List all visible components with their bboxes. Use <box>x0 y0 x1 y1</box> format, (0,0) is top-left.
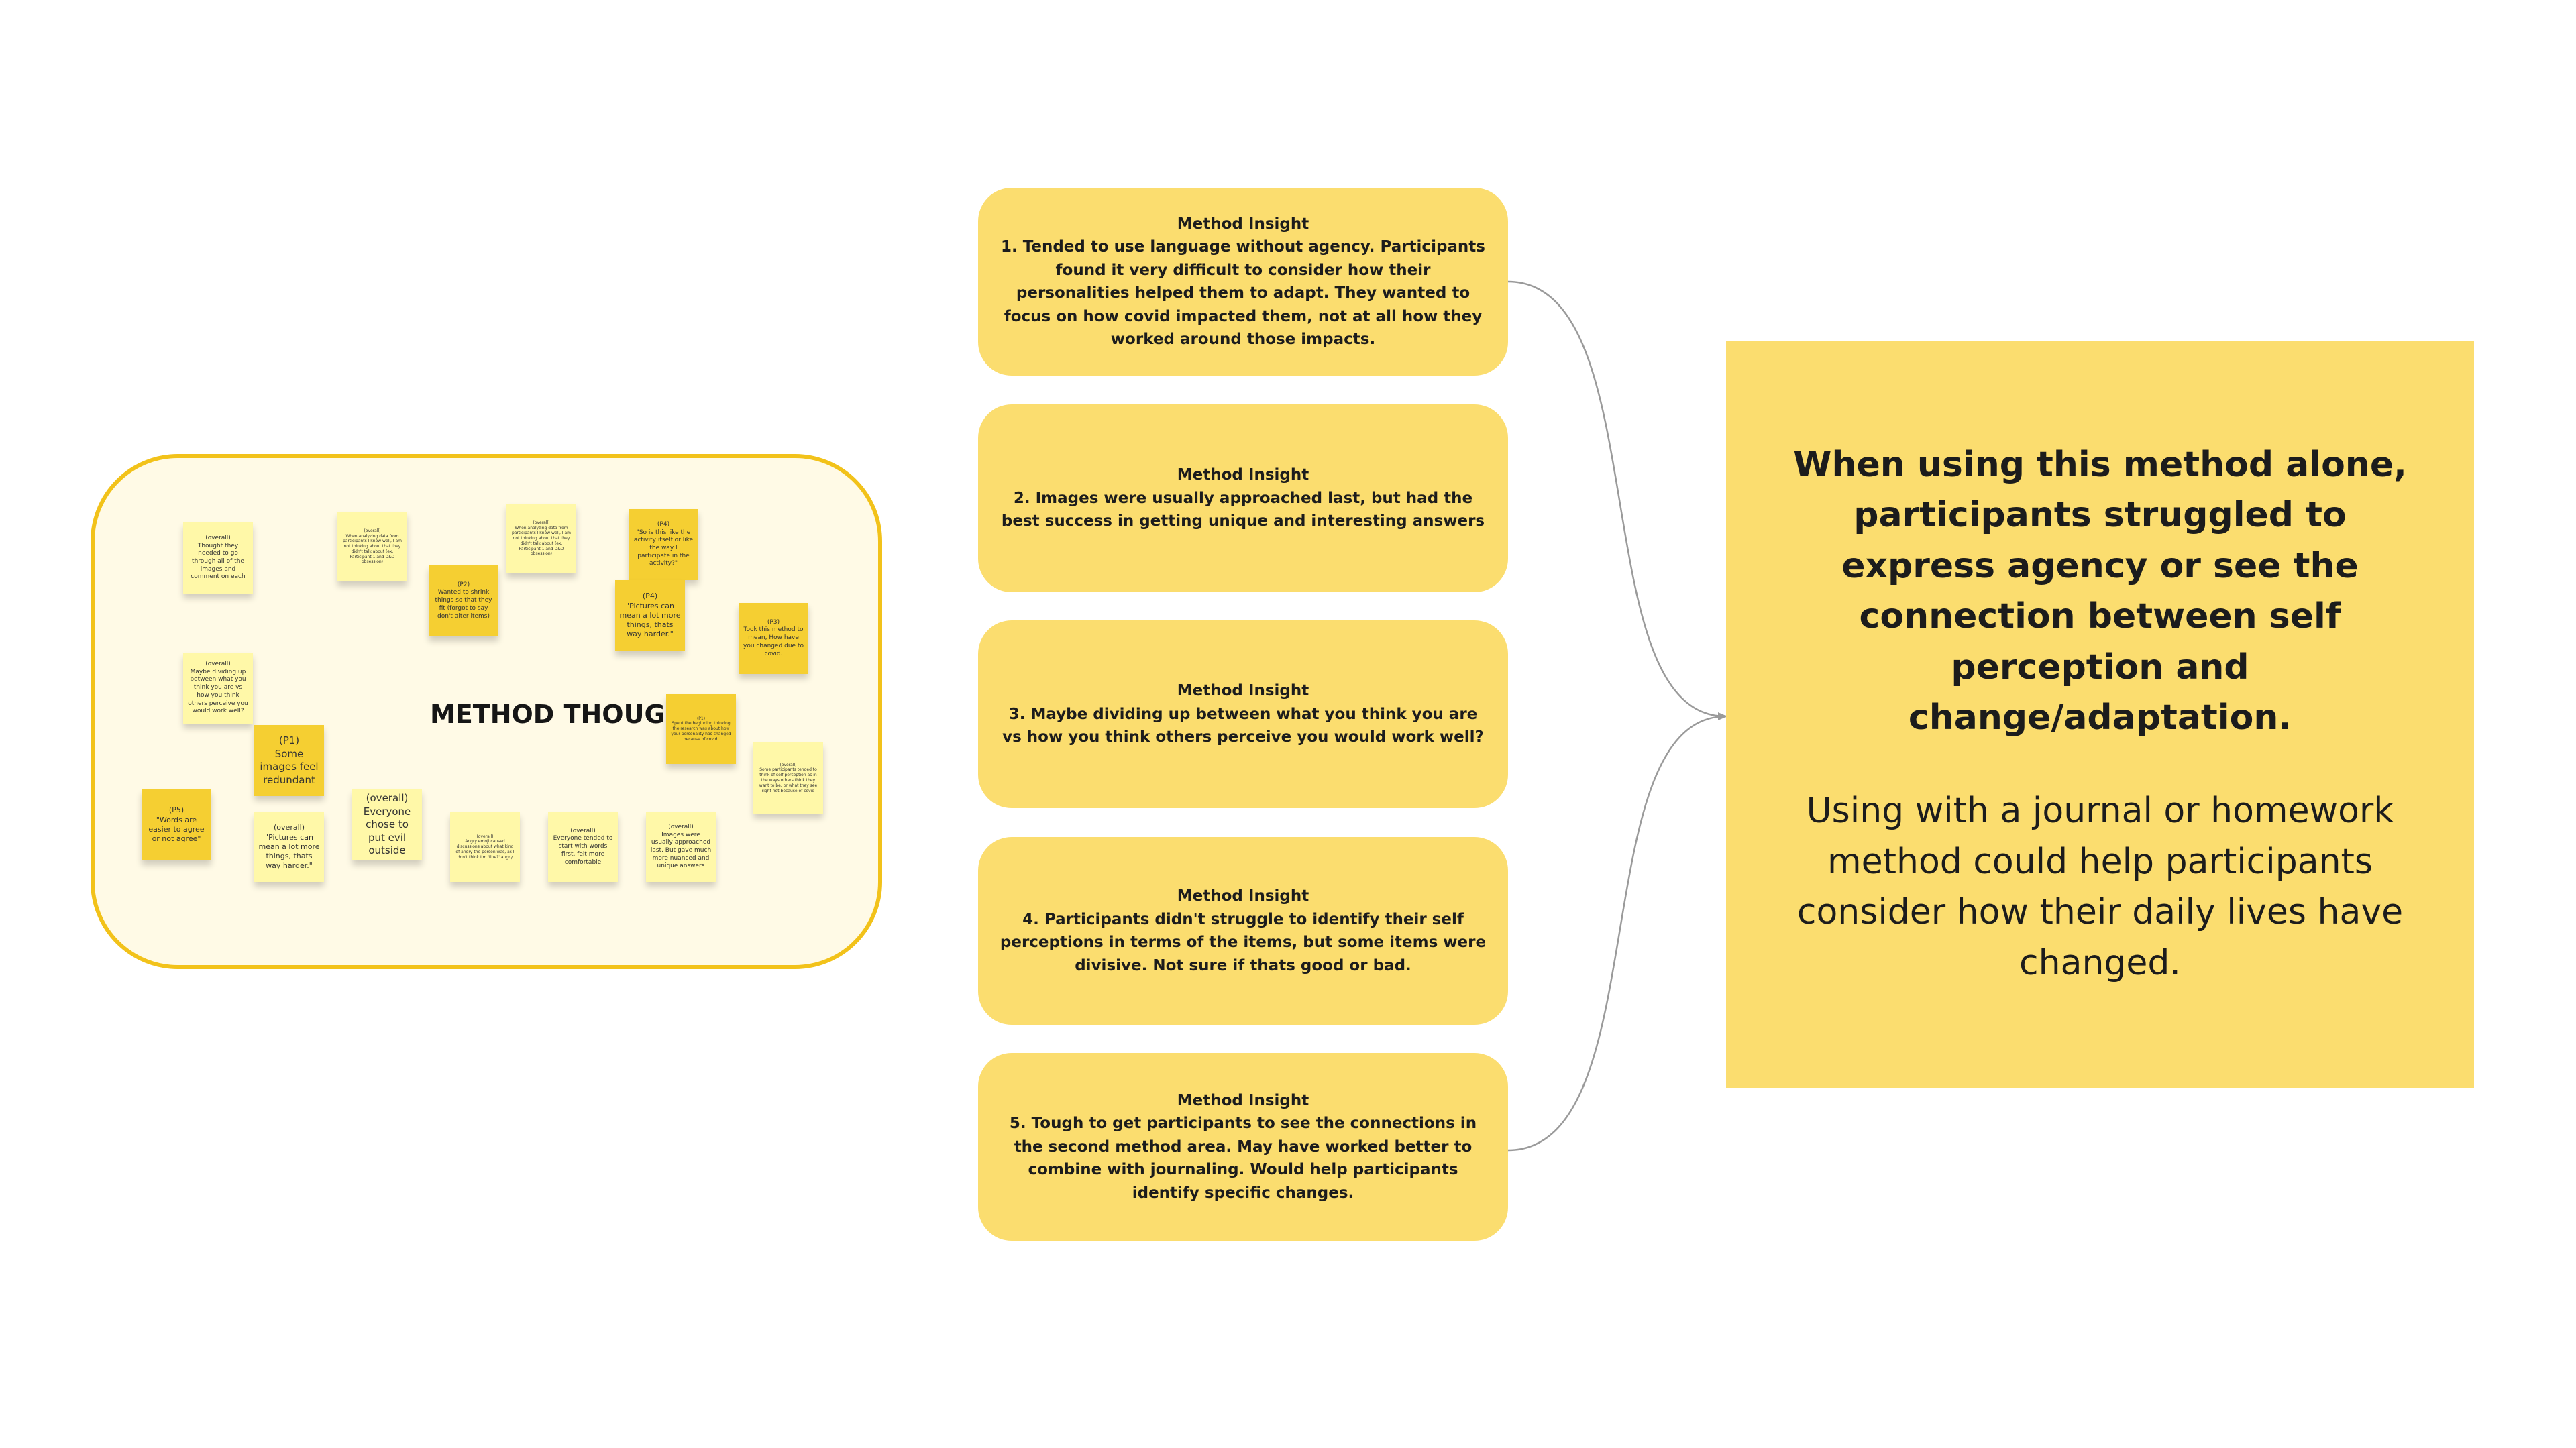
sticky-note[interactable]: (overall) "Pictures can mean a lot more … <box>254 812 324 882</box>
sticky-note[interactable]: (P2) Wanted to shrink things so that the… <box>429 565 498 636</box>
insight-card-1[interactable]: Method Insight 1. Tended to use language… <box>978 188 1508 376</box>
insight-text: 1. Tended to use language without agency… <box>1000 238 1485 348</box>
insight-card-3[interactable]: Method Insight 3. Maybe dividing up betw… <box>978 620 1508 808</box>
sticky-note[interactable]: (overall) Maybe dividing up between what… <box>183 653 253 724</box>
insight-card-4[interactable]: Method Insight 4. Participants didn't st… <box>978 837 1508 1025</box>
conclusion-follow: Using with a journal or homework method … <box>1796 791 2404 983</box>
conclusion-box[interactable]: When using this method alone, participan… <box>1726 341 2474 1088</box>
sticky-note[interactable]: (overall) Everyone tended to start with … <box>548 812 618 882</box>
insight-heading: Method Insight <box>1177 887 1309 905</box>
sticky-note[interactable]: (overall) Angry emoji caused discussions… <box>450 812 520 882</box>
insight-text: 4. Participants didn't struggle to ident… <box>1000 910 1487 974</box>
conclusion-lead: When using this method alone, participan… <box>1793 445 2407 738</box>
insight-card-5[interactable]: Method Insight 5. Tough to get participa… <box>978 1053 1508 1241</box>
insight-text: 5. Tough to get participants to see the … <box>1009 1115 1477 1202</box>
insight-card-2[interactable]: Method Insight 2. Images were usually ap… <box>978 404 1508 592</box>
connector-insight-1 <box>1507 280 1727 718</box>
connector-insight-5 <box>1507 715 1727 1152</box>
sticky-note[interactable]: (P5) "Words are easier to agree or not a… <box>142 789 211 860</box>
sticky-note[interactable]: (P1) Some images feel redundant <box>254 725 324 796</box>
insight-heading: Method Insight <box>1177 682 1309 700</box>
insight-heading: Method Insight <box>1177 466 1309 484</box>
insight-heading: Method Insight <box>1177 215 1309 233</box>
sticky-note[interactable]: (P3) Took this method to mean, How have … <box>739 603 808 674</box>
sticky-note[interactable]: (overall) Some participants tended to th… <box>753 742 823 814</box>
insight-text: 2. Images were usually approached last, … <box>1001 489 1485 531</box>
insight-heading: Method Insight <box>1177 1091 1309 1109</box>
sticky-note[interactable]: (overall) Everyone chose to put evil out… <box>352 789 422 860</box>
sticky-note[interactable]: (overall) When analyzing data from parti… <box>337 512 407 581</box>
method-thoughts-frame[interactable]: METHOD THOUGHTS (overall) Thought they n… <box>91 454 882 969</box>
sticky-note[interactable]: (P4) "Pictures can mean a lot more thing… <box>615 580 685 651</box>
sticky-note[interactable]: (overall) Thought they needed to go thro… <box>183 522 253 594</box>
sticky-note[interactable]: (overall) Images were usually approached… <box>646 812 716 882</box>
insight-text: 3. Maybe dividing up between what you th… <box>1002 705 1484 746</box>
sticky-note[interactable]: (overall) When analyzing data from parti… <box>506 504 576 573</box>
sticky-note[interactable]: (P4) "So is this like the activity itsel… <box>629 509 698 580</box>
sticky-note[interactable]: (P1) Spent the beginning thinking the re… <box>666 694 736 764</box>
